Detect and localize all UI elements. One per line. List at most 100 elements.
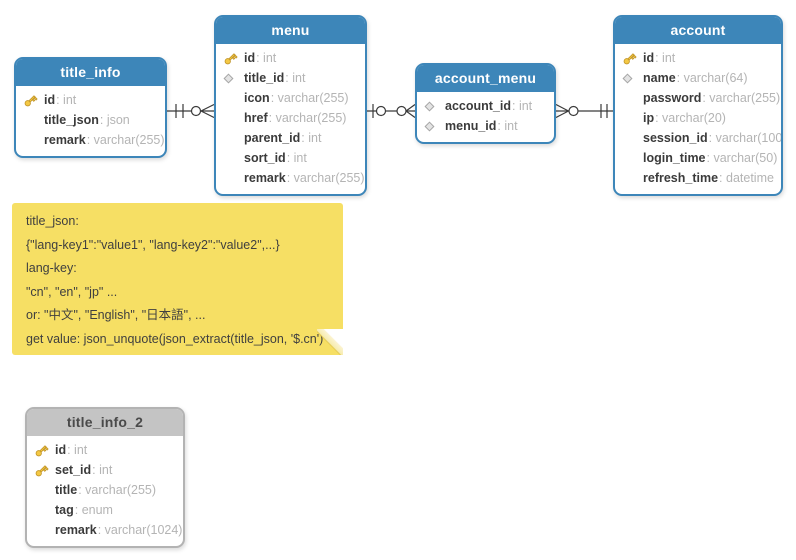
field-row-href[interactable]: href: varchar(255) [216, 108, 365, 128]
field-row-remark[interactable]: remark: varchar(1024) [27, 520, 183, 540]
field-type: : int [497, 119, 518, 133]
primary-key-icon [223, 51, 244, 66]
field-type: : int [286, 151, 307, 165]
field-row-password[interactable]: password: varchar(255) [615, 88, 781, 108]
field-row-ip[interactable]: ip: varchar(20) [615, 108, 781, 128]
relationship-menu-account-menu[interactable] [367, 104, 416, 118]
field-name: sort_id [244, 151, 286, 165]
field-type: : varchar(255) [286, 171, 365, 185]
note-line: or: "中文", "English", "日本語", ... [26, 308, 206, 322]
field-row-remark[interactable]: remark: varchar(255) [216, 168, 365, 188]
note-line: {"lang-key1":"value1", "lang-key2":"valu… [26, 237, 280, 252]
field-name: remark [44, 133, 86, 147]
field-type: : varchar(20) [655, 111, 726, 125]
field-type: : varchar(255) [702, 91, 781, 105]
field-row-refresh_time[interactable]: refresh_time: datetime [615, 168, 781, 188]
field-row-id[interactable]: id: int [16, 90, 165, 110]
field-type: : datetime [719, 171, 774, 185]
field-row-remark[interactable]: remark: varchar(255) [16, 130, 165, 150]
field-type: : varchar(50) [706, 151, 778, 165]
field-row-menu_id[interactable]: menu_id: int [417, 116, 554, 136]
primary-key-icon [34, 443, 55, 458]
field-name: set_id [55, 463, 92, 477]
foreign-key-icon [424, 120, 445, 132]
field-row-title_json[interactable]: title_json: json [16, 110, 165, 130]
note-line: get value: json_unquote(json_extract(tit… [26, 331, 324, 346]
field-type: : int [512, 99, 533, 113]
field-name: id [244, 51, 256, 65]
field-name: title_id [244, 71, 285, 85]
field-type: : varchar(64) [676, 71, 748, 85]
field-name: account_id [445, 99, 511, 113]
field-row-id[interactable]: id: int [27, 440, 183, 460]
field-name: ip [643, 111, 655, 125]
relationship-title-info-menu[interactable] [167, 103, 215, 119]
field-name: id [55, 443, 67, 457]
field-name: password [643, 91, 702, 105]
field-name: name [643, 71, 676, 85]
field-type: : int [256, 51, 277, 65]
field-row-set_id[interactable]: set_id: int [27, 460, 183, 480]
field-name: title [55, 483, 78, 497]
field-name: remark [244, 171, 286, 185]
field-type: : varchar(255) [270, 91, 349, 105]
field-type: : json [99, 113, 130, 127]
entity-title[interactable]: account_menu [417, 65, 554, 92]
field-type: : varchar(255) [78, 483, 157, 497]
note-line: title_json: [26, 214, 79, 228]
foreign-key-icon [223, 72, 244, 84]
relationship-account-menu-account[interactable] [555, 103, 613, 119]
entity-title[interactable]: title_info_2 [27, 409, 183, 436]
field-row-parent_id[interactable]: parent_id: int [216, 128, 365, 148]
field-name: href [244, 111, 268, 125]
field-type: : int [301, 131, 322, 145]
field-name: menu_id [445, 119, 497, 133]
primary-key-icon [34, 463, 55, 478]
field-row-id[interactable]: id: int [615, 48, 781, 68]
foreign-key-icon [622, 72, 643, 84]
field-row-name[interactable]: name: varchar(64) [615, 68, 781, 88]
entity-title[interactable]: title_info [16, 59, 165, 86]
field-type: : enum [74, 503, 113, 517]
field-name: session_id [643, 131, 708, 145]
entity-title[interactable]: account [615, 17, 781, 44]
note-line: "cn", "en", "jp" ... [26, 284, 118, 299]
field-row-title[interactable]: title: varchar(255) [27, 480, 183, 500]
field-name: title_json [44, 113, 99, 127]
field-type: : varchar(1024) [97, 523, 183, 537]
note-line: lang-key: [26, 261, 77, 275]
field-row-account_id[interactable]: account_id: int [417, 96, 554, 116]
field-row-session_id[interactable]: session_id: varchar(100) [615, 128, 781, 148]
field-type: : int [67, 443, 88, 457]
field-type: : int [285, 71, 306, 85]
sticky-note[interactable]: title_json: {"lang-key1":"value1", "lang… [12, 203, 343, 355]
field-name: refresh_time [643, 171, 719, 185]
field-row-tag[interactable]: tag: enum [27, 500, 183, 520]
field-name: id [44, 93, 56, 107]
field-row-id[interactable]: id: int [216, 48, 365, 68]
field-row-sort_id[interactable]: sort_id: int [216, 148, 365, 168]
field-name: id [643, 51, 655, 65]
primary-key-icon [23, 93, 44, 108]
entity-title[interactable]: menu [216, 17, 365, 44]
primary-key-icon [622, 51, 643, 66]
field-type: : int [92, 463, 113, 477]
field-row-login_time[interactable]: login_time: varchar(50) [615, 148, 781, 168]
field-type: : int [56, 93, 77, 107]
field-name: login_time [643, 151, 706, 165]
field-row-icon[interactable]: icon: varchar(255) [216, 88, 365, 108]
field-row-title_id[interactable]: title_id: int [216, 68, 365, 88]
field-type: : varchar(255) [86, 133, 165, 147]
